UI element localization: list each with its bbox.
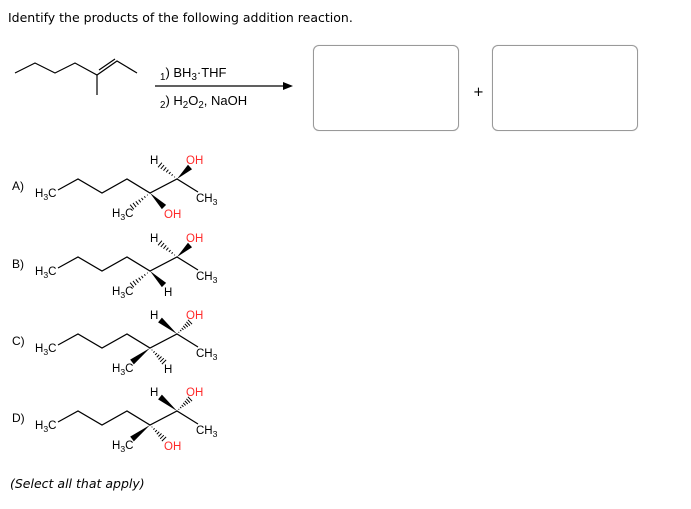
c3-methyl-label: H3C: [112, 286, 133, 300]
wedge-bond: [150, 271, 167, 288]
terminal-methyl-label: CH3: [196, 271, 218, 285]
c2-h-label: H: [150, 233, 158, 245]
c3-methyl-label: H3C: [112, 363, 133, 377]
c3-right-label: OH: [164, 209, 181, 221]
wedge-bond: [150, 193, 167, 210]
hash-bond: [151, 426, 167, 442]
hash-bond: [157, 162, 176, 178]
wedge-bond: [158, 394, 177, 411]
option-c[interactable]: C) H3C CH3 OH H H3C H: [0, 305, 240, 383]
reaction-scheme: 1) BH3·THF 2) H2O2, NaOH: [14, 58, 293, 111]
terminal-methyl-label: CH3: [196, 425, 218, 439]
c3-methyl-label: H3C: [112, 208, 133, 222]
reagent-step1: 1) BH3·THF: [160, 65, 227, 83]
chain-end-label: H3C: [35, 420, 56, 434]
c3-right-label: H: [164, 364, 172, 376]
carbon-chain: [57, 333, 199, 349]
c2-h-label: H: [150, 310, 158, 322]
answer-box-2[interactable]: [492, 45, 638, 131]
option-label: C): [12, 334, 25, 348]
c3-right-label: OH: [164, 441, 181, 453]
hash-bond: [129, 194, 149, 210]
option-label: A): [12, 179, 24, 193]
chain-end-label: H3C: [35, 343, 56, 357]
option-label: B): [12, 257, 24, 271]
hash-bond: [151, 349, 167, 365]
c2-oh-label: OH: [186, 387, 203, 399]
chain-end-label: H3C: [35, 188, 56, 202]
terminal-methyl-label: CH3: [196, 193, 218, 207]
wedge-bond: [158, 317, 177, 334]
wedge-bond: [177, 164, 193, 179]
plus-sign: +: [473, 85, 484, 100]
c3-methyl-label: H3C: [112, 440, 133, 454]
wedge-bond: [177, 242, 193, 257]
c2-oh-label: OH: [186, 233, 203, 245]
chain-end-label: H3C: [35, 266, 56, 280]
hash-bond: [178, 319, 193, 333]
carbon-chain: [57, 178, 199, 194]
starting-alkene: [14, 58, 138, 95]
hash-bond: [129, 272, 149, 288]
c2-h-label: H: [150, 155, 158, 167]
question-text: Identify the products of the following a…: [8, 10, 353, 25]
option-label: D): [12, 411, 25, 425]
c2-oh-label: OH: [186, 155, 203, 167]
c3-right-label: H: [164, 287, 172, 299]
select-all-instruction: (Select all that apply): [10, 476, 145, 491]
c2-oh-label: OH: [186, 310, 203, 322]
terminal-methyl-label: CH3: [196, 348, 218, 362]
reagent-step2: 2) H2O2, NaOH: [160, 93, 247, 111]
hash-bond: [157, 240, 176, 256]
carbon-chain: [57, 256, 199, 272]
wedge-bond: [130, 425, 150, 442]
c2-h-label: H: [150, 387, 158, 399]
hash-bond: [178, 396, 193, 410]
carbon-chain: [57, 410, 199, 426]
option-a[interactable]: A) H3C CH3 H OH H3C OH: [0, 150, 240, 228]
answer-box-1[interactable]: [313, 45, 459, 131]
wedge-bond: [130, 348, 150, 365]
